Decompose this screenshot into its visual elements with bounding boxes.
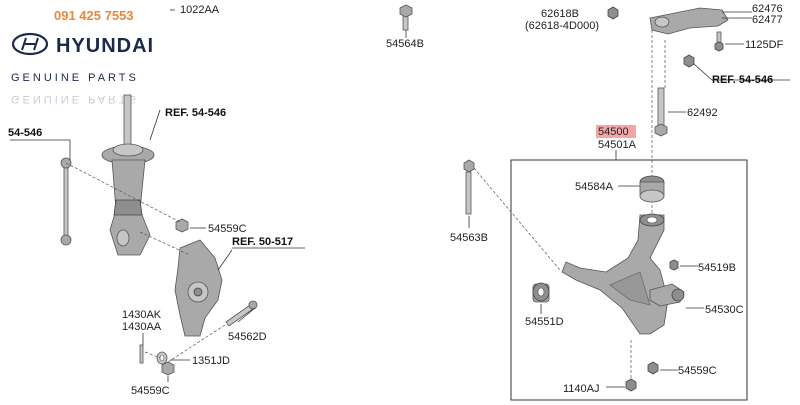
label-1022aa: 1022AA [180, 4, 220, 16]
label-54559c-upper: 54559C [208, 223, 247, 235]
washer-1351jd [156, 351, 168, 365]
brand-tagline-reflection: GENUINE PARTS [11, 93, 139, 105]
label-62477: 62477 [752, 14, 783, 26]
steering-knuckle [174, 239, 223, 337]
label-54501a: 54501A [598, 139, 637, 151]
ref-label-knuckle: REF. 50-517 [232, 236, 293, 248]
label-54584a: 54584A [575, 181, 614, 193]
bolt-1140aj [625, 378, 637, 392]
label-62618b-alt: (62618-4D000) [525, 20, 599, 32]
highlight-54500 [596, 125, 636, 138]
ref-label-left-edge: 54-546 [8, 127, 42, 139]
label-54564b: 54564B [386, 38, 424, 50]
hyundai-logo-icon [11, 32, 49, 56]
label-1430ak: 1430AK [122, 309, 162, 321]
label-54559c-lower: 54559C [131, 385, 170, 397]
label-54551d: 54551D [525, 316, 564, 328]
bushing-54551d [532, 282, 550, 303]
stabilizer-link [60, 157, 72, 246]
label-1125df: 1125DF [745, 39, 784, 51]
label-62492: 62492 [687, 107, 718, 119]
bolt-1125df [714, 31, 724, 52]
label-54500: 54500 [598, 126, 629, 138]
label-54530c: 54530C [705, 304, 744, 316]
bolt-62492 [654, 87, 668, 137]
lower-control-arm [561, 213, 669, 335]
phone-number: 091 425 7553 [54, 8, 134, 23]
label-62476: 62476 [752, 3, 783, 15]
label-54562d: 54562D [228, 331, 267, 343]
nut-54559c-right [647, 361, 659, 375]
label-54563b: 54563B [450, 232, 488, 244]
label-1140aj: 1140AJ [563, 383, 600, 395]
nut-ref-54-546 [683, 54, 695, 68]
nut-54559c-lower [161, 361, 175, 376]
assembly-box [510, 159, 748, 401]
label-62618b: 62618B [541, 8, 579, 20]
nut-54559c-upper [175, 218, 189, 233]
strut-assembly [101, 94, 155, 256]
knuckle-bolt-54562d [225, 300, 258, 327]
bolt-54519b [669, 259, 679, 271]
label-1430aa: 1430AA [122, 321, 162, 333]
ball-joint-54530c [649, 283, 685, 307]
label-54559c-right: 54559C [678, 365, 717, 377]
label-1351jd: 1351JD [192, 355, 230, 367]
brand-tagline: GENUINE PARTS [11, 72, 139, 84]
subframe-bracket [649, 7, 729, 35]
bushing-54584a [639, 175, 665, 203]
label-54519b: 54519B [698, 262, 736, 274]
bolt-1430ak [139, 344, 144, 364]
bolt-54563b [463, 159, 475, 215]
ref-label-top-right: REF. 54-546 [712, 74, 773, 86]
bolt-54564b [399, 4, 413, 31]
brand-logo-text: HYUNDAI [56, 35, 154, 57]
ref-label-strut: REF. 54-546 [165, 107, 226, 119]
nut-62618b [607, 6, 619, 20]
